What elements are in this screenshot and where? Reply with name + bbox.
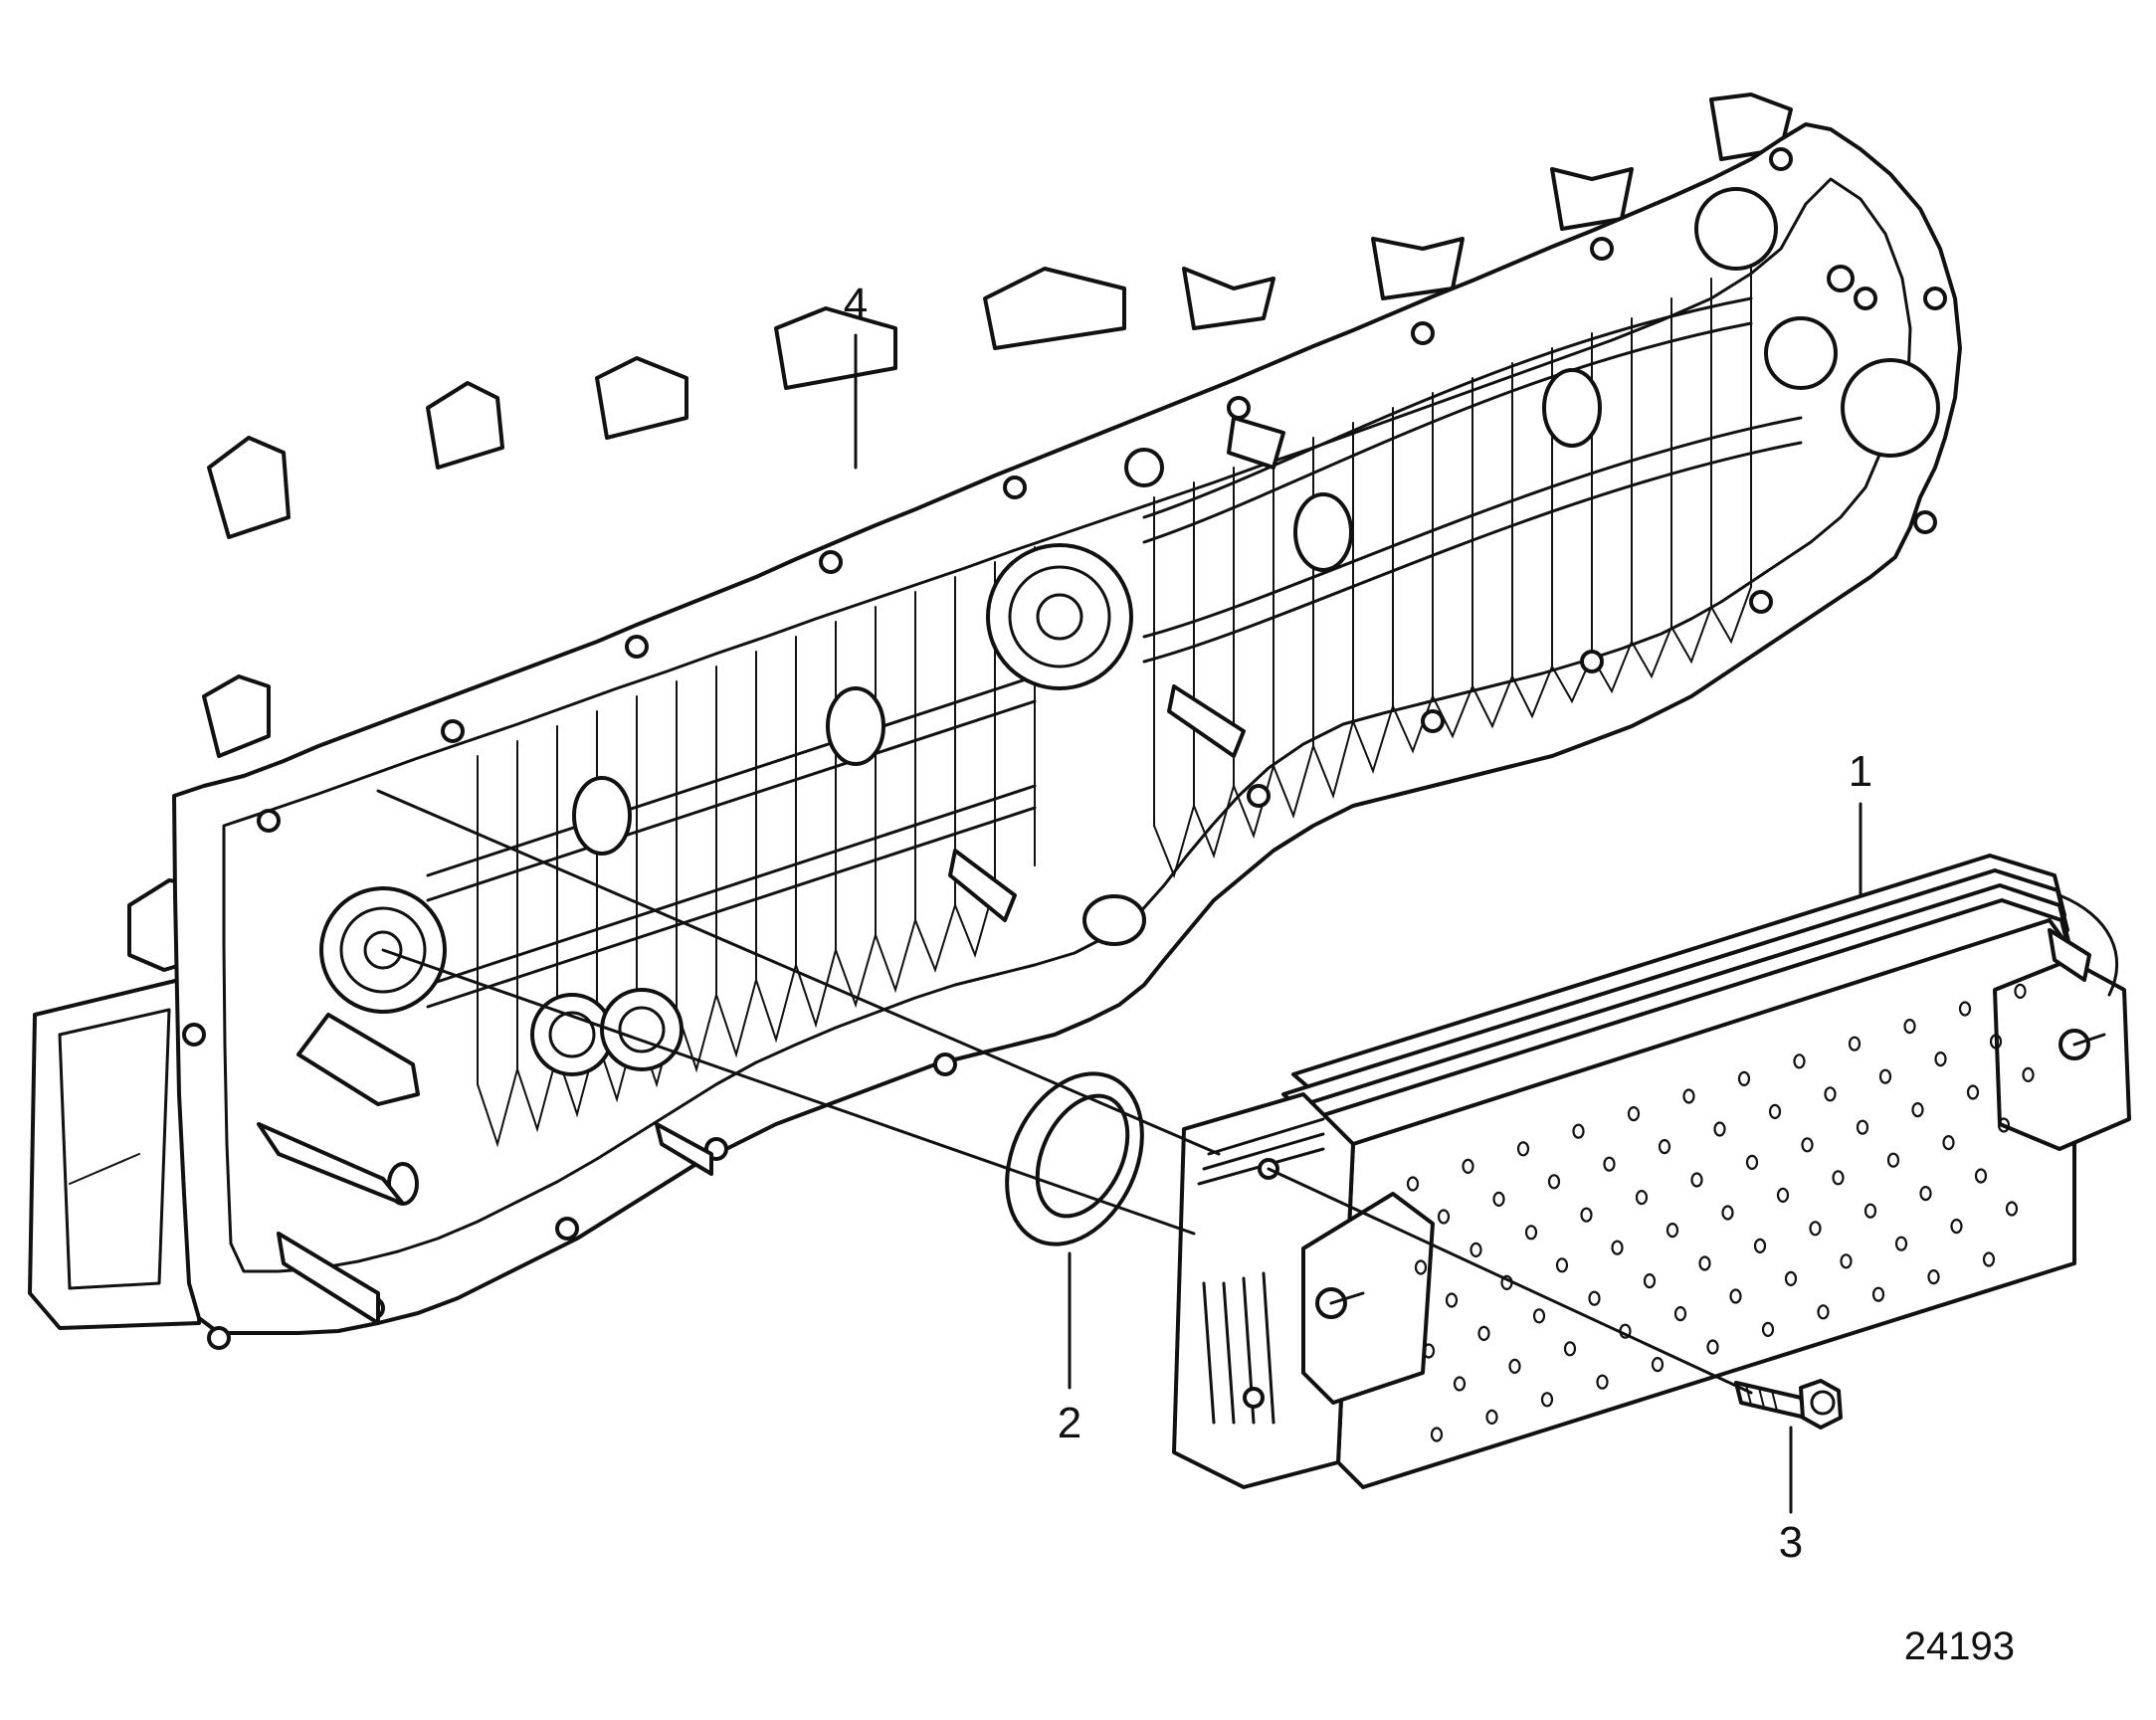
seal-ring <box>1005 1071 1144 1246</box>
dimple <box>1477 1325 1490 1342</box>
dimple <box>1793 1053 1806 1069</box>
dimple <box>2005 1201 2019 1217</box>
dimple <box>1832 1170 1845 1186</box>
dimple <box>1863 1203 1877 1219</box>
alignment-lines <box>376 789 1753 1395</box>
dimple <box>1682 1088 1695 1104</box>
dimple <box>1848 1036 1862 1051</box>
dimple <box>2014 983 2027 1000</box>
dimple <box>1430 1427 1444 1442</box>
dimple <box>1911 1101 1924 1118</box>
dimple <box>1919 1185 1932 1202</box>
callout-3: 3 <box>1779 1518 1803 1567</box>
dimple <box>1927 1268 1940 1285</box>
dimple <box>1673 1305 1687 1322</box>
dimple <box>1934 1051 1947 1067</box>
dimple <box>1729 1288 1742 1304</box>
dimple <box>1809 1221 1822 1237</box>
callout-4: 4 <box>844 280 868 328</box>
dimple <box>1643 1272 1657 1289</box>
dimple <box>1462 1158 1474 1175</box>
dimple <box>1982 1251 1996 1267</box>
dimple <box>1753 1238 1767 1254</box>
flange-bolt <box>1734 1379 1843 1430</box>
dimple <box>1950 1218 1963 1235</box>
dimple <box>1942 1134 1955 1151</box>
dimple <box>1572 1123 1585 1139</box>
dimple <box>1856 1119 1869 1135</box>
dimple <box>1422 1343 1436 1359</box>
dimple <box>1824 1086 1837 1102</box>
dimple <box>1903 1018 1916 1035</box>
cooling-ribs <box>477 258 1752 1148</box>
dimple <box>1532 1308 1546 1324</box>
cooler-dimples <box>1406 983 2035 1442</box>
dimple <box>1745 1154 1759 1171</box>
dimple <box>1524 1225 1538 1241</box>
dimple <box>1966 1084 1980 1100</box>
dimple <box>1894 1236 1908 1251</box>
callout-1: 1 <box>1849 747 1872 796</box>
dimple <box>1871 1286 1885 1302</box>
oil-cooler-element <box>1172 854 2131 1489</box>
dimple <box>1721 1205 1734 1221</box>
dimple <box>1706 1339 1719 1355</box>
dimple <box>1492 1191 1505 1208</box>
dimple <box>1516 1141 1530 1157</box>
dimple <box>1651 1356 1665 1373</box>
dimple <box>1453 1376 1467 1392</box>
dimple <box>1580 1207 1593 1223</box>
dimple <box>1784 1270 1798 1287</box>
dimple <box>1698 1255 1711 1271</box>
dimple <box>1540 1392 1554 1408</box>
dimple <box>1508 1358 1521 1375</box>
dimple <box>1485 1409 1498 1426</box>
dimple <box>1437 1209 1451 1225</box>
dimple <box>1878 1068 1892 1084</box>
dimple <box>1603 1156 1616 1172</box>
dimple <box>1690 1172 1703 1188</box>
dimple <box>1737 1070 1751 1087</box>
dimple <box>1563 1341 1577 1357</box>
dimple <box>1406 1176 1420 1192</box>
dimple <box>1801 1137 1814 1153</box>
dimple <box>1635 1189 1649 1206</box>
dimple <box>1547 1174 1561 1190</box>
dimple <box>1886 1152 1900 1168</box>
dimple <box>1596 1374 1609 1390</box>
dimple <box>1588 1290 1601 1306</box>
dimple <box>2022 1066 2035 1083</box>
callout-2: 2 <box>1058 1399 1081 1447</box>
dimple <box>1776 1187 1790 1204</box>
dimple <box>1713 1121 1726 1137</box>
dimple <box>1997 1117 2011 1133</box>
callout-leaders <box>854 333 1862 1514</box>
dimple <box>1414 1259 1428 1275</box>
dimple <box>1611 1240 1624 1255</box>
dimple <box>1555 1257 1569 1273</box>
dimple <box>1817 1304 1830 1320</box>
dimple <box>1768 1103 1782 1120</box>
dimple <box>1627 1105 1641 1122</box>
dimple <box>1840 1253 1853 1269</box>
dimple <box>1666 1222 1679 1239</box>
dimple <box>1761 1321 1775 1338</box>
dimple <box>1658 1138 1671 1155</box>
dimple <box>1989 1034 2003 1050</box>
figure-number: 24193 <box>1904 1624 2015 1668</box>
dimple <box>1974 1168 1988 1184</box>
dimple <box>1445 1292 1459 1308</box>
dimple <box>1958 1001 1972 1017</box>
dimple <box>1470 1242 1482 1258</box>
